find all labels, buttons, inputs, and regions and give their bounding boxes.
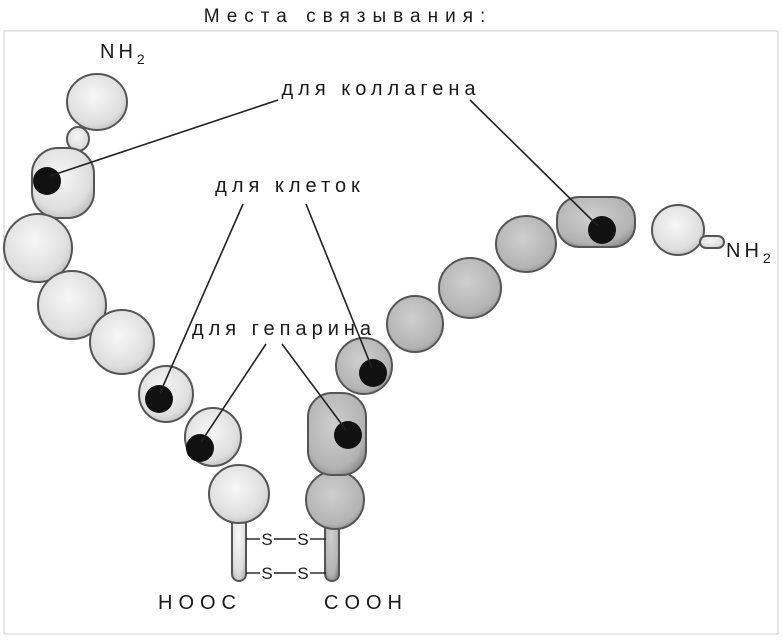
- leader-cells-left: [159, 203, 244, 394]
- figure-title: Места связывания:: [204, 6, 493, 27]
- leader-lines: [49, 99, 599, 443]
- right-bead: [651, 204, 705, 256]
- right-bead: [386, 295, 444, 353]
- left-bead: [37, 270, 107, 340]
- left-bead: [31, 147, 95, 219]
- right-bead: [495, 215, 557, 273]
- cell-binding-site-right: [359, 359, 387, 387]
- label-heparin: для гепарина: [192, 318, 376, 340]
- left-nh2-label: NH2: [100, 41, 149, 67]
- left-bead: [66, 73, 128, 131]
- collagen-binding-site-left: [33, 167, 61, 195]
- figure-border: [3, 30, 779, 635]
- heparin-binding-site-left: [186, 434, 214, 462]
- right-nh2-stub: [699, 235, 725, 249]
- sulfur-left-top: S: [261, 530, 272, 549]
- leader-collagen-left: [49, 99, 279, 177]
- label-cells: для клеток: [215, 175, 365, 197]
- cell-binding-site-left: [145, 385, 173, 413]
- hooc-label: HOOC: [158, 592, 242, 614]
- disulfide-bonds: S S S S: [246, 530, 326, 583]
- leader-collagen-right: [469, 99, 599, 227]
- leader-heparin-left: [200, 343, 267, 443]
- leader-heparin-right: [281, 343, 347, 431]
- right-chain: [305, 196, 725, 582]
- right-bead: [438, 257, 502, 319]
- label-collagen: для коллагена: [282, 78, 481, 100]
- leader-cells-right: [305, 203, 373, 369]
- heparin-binding-site-right: [334, 421, 362, 449]
- sulfur-left-bottom: S: [261, 564, 272, 583]
- left-chain: [3, 73, 270, 582]
- sulfur-right-bottom: S: [297, 564, 308, 583]
- right-nh2-label: NH2: [726, 240, 775, 266]
- sulfur-right-top: S: [297, 530, 308, 549]
- left-bead: [3, 213, 73, 283]
- cooh-label: COOH: [324, 592, 408, 614]
- left-bead: [89, 309, 155, 375]
- right-bead: [305, 470, 365, 530]
- left-bead: [208, 464, 270, 524]
